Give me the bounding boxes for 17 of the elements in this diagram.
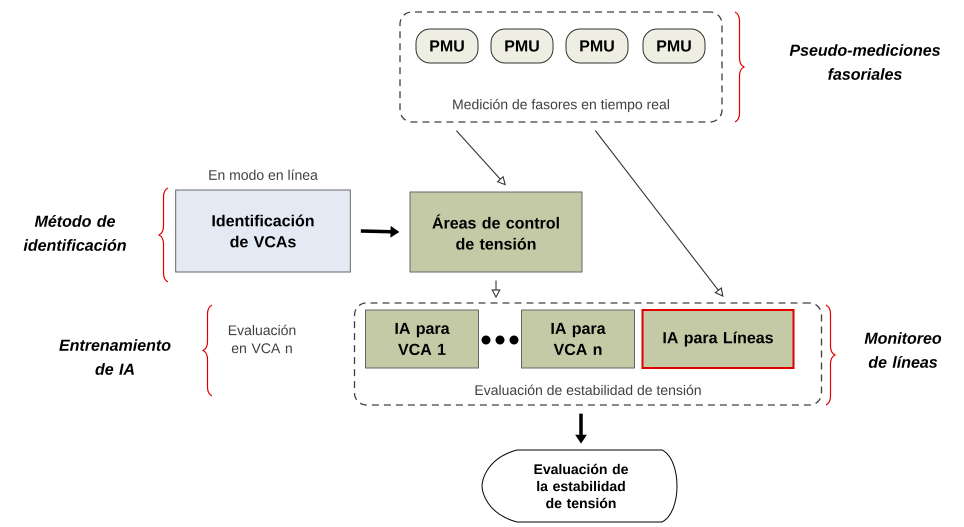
process-box: IA para VCA 1	[365, 310, 479, 368]
side-label: Monitoreo de líneas	[864, 332, 942, 368]
arrow	[456, 130, 506, 186]
side-label: Entrenamiento de IA	[59, 339, 170, 375]
highlighted-box: IA para Líneas	[642, 309, 794, 369]
pmu-pill: PMU	[416, 28, 478, 64]
node-label: En modo en línea	[209, 170, 318, 180]
process-box: Identificación de VCAs	[175, 190, 351, 272]
note: Evaluación en VCA n	[228, 324, 296, 354]
process-box: Áreas de control de tensión	[410, 192, 582, 272]
process-box: IA para VCA n	[521, 310, 635, 368]
pmu-pill: PMU	[490, 28, 554, 64]
arrow	[594, 130, 724, 297]
side-label: Método de identificación	[24, 215, 126, 251]
pmu-pill: PMU	[642, 28, 706, 64]
side-label: Pseudo-mediciones fasoriales	[790, 44, 940, 80]
pmu-pill: PMU	[566, 28, 628, 64]
